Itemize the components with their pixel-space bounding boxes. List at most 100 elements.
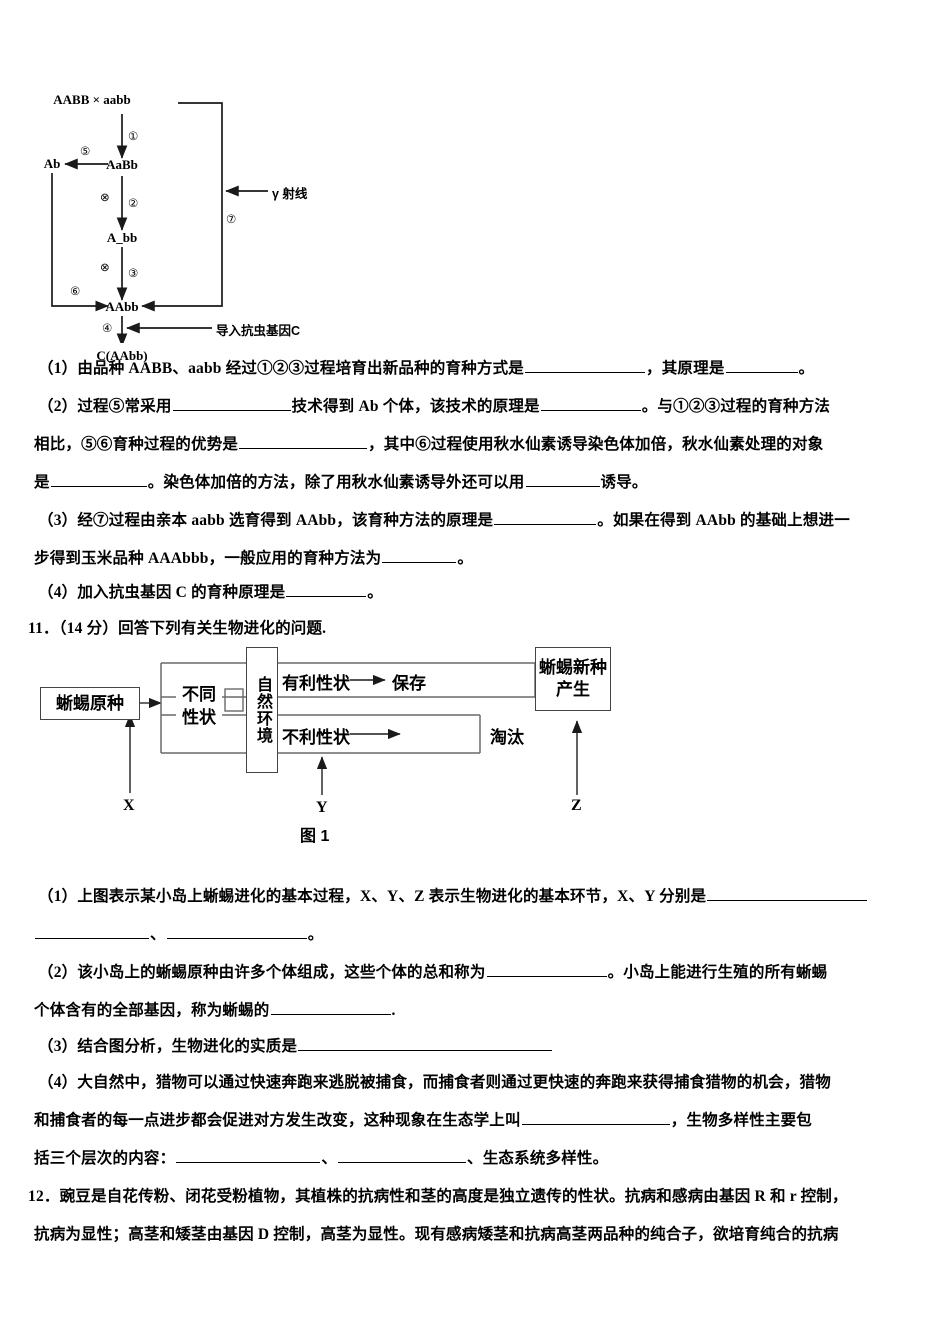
q10-2-text-b: 技术得到 Ab 个体，该技术的原理是 — [291, 398, 540, 415]
question-10-part-1: （1）由品种 AABB、aabb 经过①②③过程培育出新品种的育种方式是 ，其原理… — [38, 352, 814, 386]
q10-3-text-c: 步得到玉米品种 AAAbbb，一般应用的育种方法为 — [34, 550, 382, 567]
text-unfavorable-trait: 不利性状 — [282, 723, 350, 748]
question-11-part-1-line-1: （1）上图表示某小岛上蜥蜴进化的基本过程，X、Y、Z 表示生物进化的基本环节，X… — [38, 880, 868, 914]
q11-2-text-a: （2）该小岛上的蜥蜴原种由许多个体组成，这些个体的总和称为 — [38, 964, 486, 981]
question-11-heading: 11．（14 分）回答下列有关生物进化的问题. — [28, 620, 327, 637]
step-label-7: ⑦ — [226, 214, 237, 226]
gamma-ray-label: γ 射线 — [272, 187, 308, 201]
blank-field[interactable] — [707, 886, 868, 901]
question-11-part-4-line-3: 括三个层次的内容： 、 、生态系统多样性。 — [34, 1142, 608, 1176]
question-11-part-2-line-2: 个体含有的全部基因，称为蜥蜴的. — [34, 994, 396, 1028]
blank-field[interactable] — [382, 548, 457, 563]
q10-2-text-e: ，其中⑥过程使用秋水仙素诱导染色体加倍，秋水仙素处理的对象 — [368, 436, 824, 453]
q11-1-sep-a: 、 — [150, 926, 166, 943]
question-10-part-3-line-2: 步得到玉米品种 AAAbbb，一般应用的育种方法为 。 — [34, 542, 473, 576]
q11-1-text-a: （1）上图表示某小岛上蜥蜴进化的基本过程，X、Y、Z 表示生物进化的基本环节，X… — [38, 888, 707, 905]
breeding-flowchart-diagram: AABB × aabb AaBb Ab A_bb AAbb C(AAbb) ① … — [30, 78, 360, 363]
blank-field[interactable] — [176, 1148, 321, 1163]
blank-field[interactable] — [338, 1148, 467, 1163]
q10-3-text-a: （3）经⑦过程由亲本 aabb 选育得到 AAbb，该育种方法的原理是 — [38, 512, 494, 529]
question-12-line-1: 12．豌豆是自花传粉、闭花受粉植物，其植株的抗病性和茎的高度是独立遗传的性状。抗… — [28, 1188, 848, 1205]
blank-field[interactable] — [494, 510, 597, 525]
breeding-flowchart-lines — [51, 102, 268, 343]
blank-field[interactable] — [525, 472, 600, 487]
q11-2-text-c: 个体含有的全部基因，称为蜥蜴的 — [34, 1002, 270, 1019]
node-ab-haploid: Ab — [43, 156, 61, 171]
blank-field[interactable] — [50, 472, 147, 487]
q11-3-text-a: （3）结合图分析，生物进化的实质是 — [38, 1038, 298, 1055]
q11-4-text-c: ，生物多样性主要包 — [670, 1112, 813, 1129]
step-label-5: ⑤ — [80, 146, 91, 158]
text-favorable-trait: 有利性状 — [282, 669, 350, 694]
question-10-part-3-line-1: （3）经⑦过程由亲本 aabb 选育得到 AAbb，该育种方法的原理是 。如果在得… — [38, 504, 850, 538]
q11-4-text-e: 、生态系统多样性。 — [467, 1150, 609, 1167]
q11-4-text-b: 和捕食者的每一点进步都会促进对方发生改变，这种现象在生态学上叫 — [34, 1112, 521, 1129]
self-cross-symbol-lower: ⊗ — [100, 262, 110, 274]
blank-field[interactable] — [270, 1000, 391, 1015]
question-11-part-2-line-1: （2）该小岛上的蜥蜴原种由许多个体组成，这些个体的总和称为 。小岛上能进行生殖的所… — [38, 956, 827, 990]
step-label-6: ⑥ — [70, 286, 81, 298]
blank-field[interactable] — [725, 358, 798, 373]
q11-4-sep-a: 、 — [321, 1150, 338, 1167]
question-10-part-2-line-3: 是 。染色体加倍的方法，除了用秋水仙素诱导外还可以用 诱导。 — [34, 466, 648, 500]
node-product-c-aabb: C(AAbb) — [96, 348, 148, 363]
q10-2-text-h: 诱导。 — [600, 474, 648, 491]
node-f1-aabb: AaBb — [106, 157, 138, 172]
question-12-line-2: 抗病为显性；高茎和矮茎由基因 D 控制，高茎为显性。现有感病矮茎和抗病高茎两品种… — [34, 1226, 839, 1243]
blank-field[interactable] — [286, 582, 367, 597]
q11-4-text-a: （4）大自然中，猎物可以通过快速奔跑来逃脱被捕食，而捕食者则通过更快速的奔跑来获… — [38, 1074, 831, 1091]
label-y: Y — [316, 799, 328, 816]
step-label-2: ② — [128, 198, 139, 210]
q10-2-text-c: 。与①②③过程的育种方法 — [641, 398, 831, 415]
question-11-part-4-line-2: 和捕食者的每一点进步都会促进对方发生改变，这种现象在生态学上叫 ，生物多样性主要包 — [34, 1104, 812, 1138]
figure-1-caption: 图 1 — [300, 828, 330, 845]
box-natural-environment: 自然环境 — [246, 647, 278, 773]
step-label-3: ③ — [128, 268, 139, 280]
self-cross-symbol-upper: ⊗ — [100, 192, 110, 204]
q10-4-text-b: 。 — [367, 584, 383, 601]
q11-1-sep-b: 。 — [307, 926, 324, 943]
blank-field[interactable] — [239, 434, 368, 449]
blank-field[interactable] — [521, 1110, 670, 1125]
question-11-part-4-line-1: （4）大自然中，猎物可以通过快速奔跑来逃脱被捕食，而捕食者则通过更快速的奔跑来获… — [38, 1066, 831, 1100]
evolution-flowchart-diagram: 蜥蜴原种 不同性状 自然环境 蜥蜴新种产生 有利性状 保存 不利性状 淘汰 X … — [30, 645, 650, 860]
blank-field[interactable] — [486, 962, 607, 977]
evolution-flowchart-lines — [124, 662, 583, 795]
blank-field[interactable] — [172, 396, 291, 411]
node-a-bb: A_bb — [106, 230, 138, 245]
text-eliminate: 淘汰 — [490, 723, 524, 748]
q10-2-text-g: 。染色体加倍的方法，除了用秋水仙素诱导外还可以用 — [147, 474, 525, 491]
question-10-part-4: （4）加入抗虫基因 C 的育种原理是 。 — [38, 576, 383, 610]
q11-4-text-d: 括三个层次的内容： — [34, 1150, 176, 1167]
box-new-species: 蜥蜴新种产生 — [535, 647, 611, 711]
node-aabb-target: AAbb — [105, 299, 139, 314]
question-11-part-1-line-2: 、。 — [34, 918, 323, 952]
blank-field[interactable] — [540, 396, 641, 411]
q10-1-text-b: ，其原理是 — [646, 360, 725, 377]
q10-4-text-a: （4）加入抗虫基因 C 的育种原理是 — [38, 584, 286, 601]
question-10-part-2-line-1: （2）过程⑤常采用 技术得到 Ab 个体，该技术的原理是 。与①②③过程的育种方法 — [38, 390, 830, 424]
q11-2-text-b: 。小岛上能进行生殖的所有蜥蜴 — [607, 964, 828, 981]
question-11-part-3: （3）结合图分析，生物进化的实质是 — [38, 1030, 553, 1064]
label-z: Z — [571, 797, 582, 814]
q10-3-text-d: 。 — [457, 550, 474, 567]
blank-field[interactable] — [298, 1036, 553, 1051]
blank-field[interactable] — [35, 924, 149, 939]
q10-1-text-a: （1）由品种 AABB、aabb 经过①②③过程培育出新品种的育种方式是 — [38, 360, 525, 377]
box-different-traits: 不同性状 — [176, 683, 222, 729]
q11-2-text-d: . — [391, 1002, 396, 1019]
q10-2-text-d: 相比，⑤⑥育种过程的优势是 — [34, 436, 239, 453]
blank-field[interactable] — [166, 924, 307, 939]
q10-2-text-a: （2）过程⑤常采用 — [38, 398, 172, 415]
insert-gene-label: 导入抗虫基因C — [216, 324, 301, 338]
text-preserve: 保存 — [392, 669, 426, 694]
blank-field[interactable] — [525, 358, 646, 373]
question-10-part-2-line-2: 相比，⑤⑥育种过程的优势是 ，其中⑥过程使用秋水仙素诱导染色体加倍，秋水仙素处理的… — [34, 428, 823, 462]
q10-1-text-c: 。 — [798, 360, 815, 377]
box-original-species: 蜥蜴原种 — [40, 687, 140, 720]
q10-2-text-f: 是 — [34, 474, 50, 491]
node-parents: AABB × aabb — [53, 92, 131, 107]
q10-3-text-b: 。如果在得到 AAbb 的基础上想进一 — [597, 512, 850, 529]
step-label-1: ① — [128, 131, 139, 143]
